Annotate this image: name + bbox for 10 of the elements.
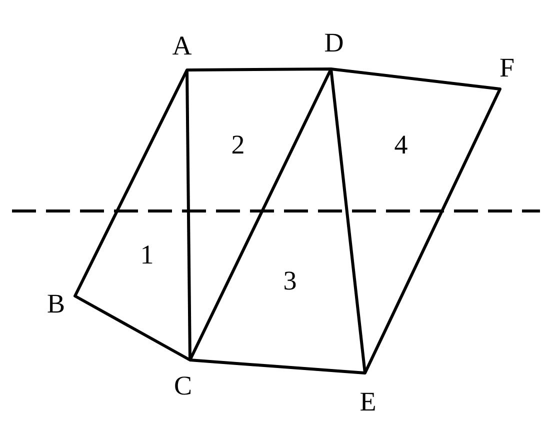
vertex-label: E [360, 388, 376, 416]
region-number: 4 [394, 132, 408, 158]
region-number: 3 [283, 268, 297, 294]
vertex-label: A [172, 32, 192, 60]
vertex-label: D [324, 30, 344, 56]
vertex-label: C [174, 372, 192, 400]
vertex-label: F [499, 54, 515, 82]
region-number: 2 [231, 132, 245, 158]
vertex-label: B [47, 290, 65, 318]
region-number: 1 [140, 242, 154, 268]
